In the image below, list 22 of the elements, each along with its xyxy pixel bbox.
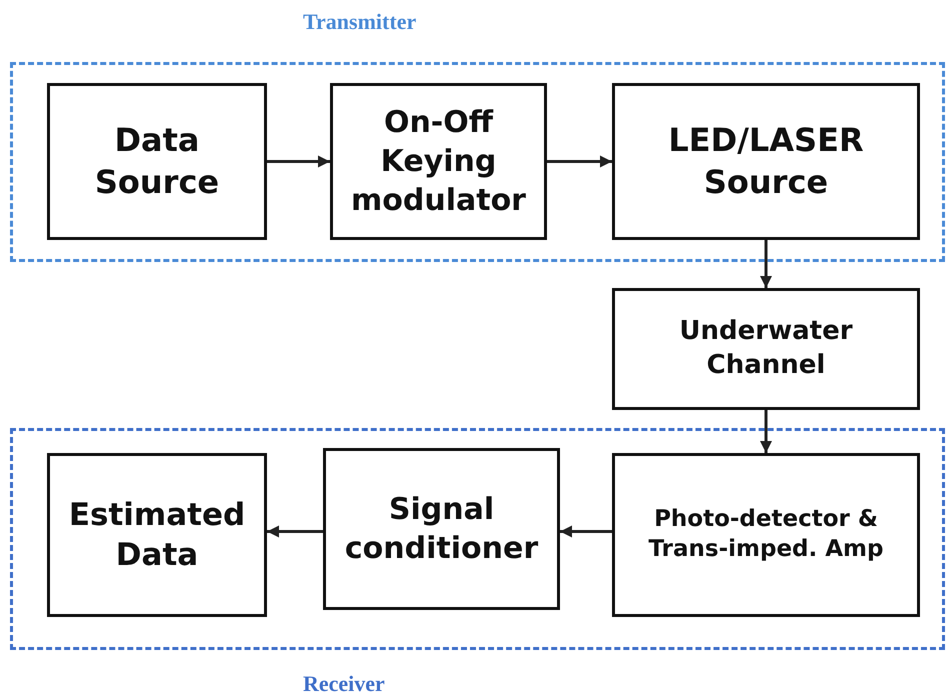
- arrow: [267, 156, 330, 168]
- box-label: Data Source: [94, 120, 220, 202]
- process-box: [330, 83, 547, 240]
- arrow: [760, 240, 772, 288]
- box-label: Photo-detector & Trans-imped. Amp: [648, 505, 884, 564]
- box-label: Underwater Channel: [678, 315, 854, 382]
- box-label: LED/LASER Source: [667, 120, 865, 202]
- box-label: Estimated Data: [68, 496, 246, 575]
- arrow: [267, 526, 323, 538]
- arrow: [547, 156, 612, 168]
- box-label: On-Off Keying modulator: [350, 104, 527, 220]
- box-label: Signal conditioner: [344, 491, 540, 568]
- process-box: [612, 453, 920, 617]
- process-box: [47, 453, 267, 617]
- process-box: [47, 83, 267, 240]
- process-box: [612, 83, 920, 240]
- group-title: Receiver: [303, 671, 385, 697]
- process-box: [323, 448, 560, 610]
- arrow: [560, 526, 612, 538]
- group-title: Transmitter: [303, 9, 416, 35]
- process-box: [612, 288, 920, 410]
- arrow: [760, 410, 772, 453]
